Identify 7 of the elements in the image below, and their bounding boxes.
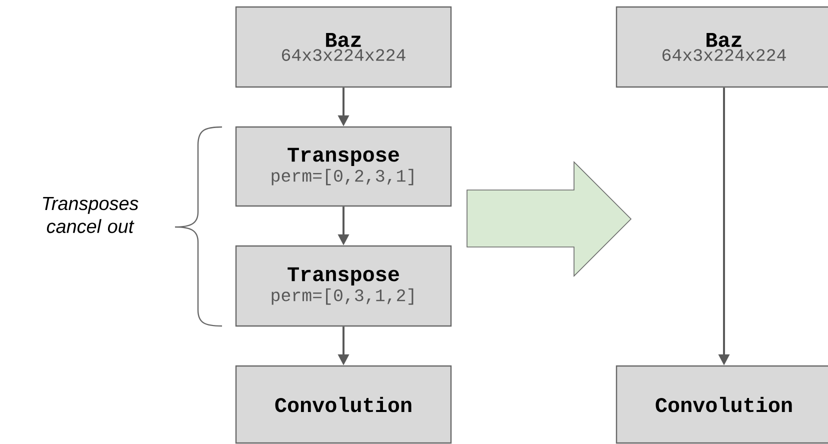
process-box: Transpose perm=[0,3,1,2] [235,245,452,327]
process-box: Baz 64x3x224x224 [235,6,452,88]
process-box: Transpose perm=[0,2,3,1] [235,126,452,207]
annotation-text: Transposes cancel out [42,196,138,234]
process-box: Baz 64x3x224x224 [616,6,828,88]
process-box: Convolution [616,365,828,444]
process-box: Convolution [235,365,452,444]
